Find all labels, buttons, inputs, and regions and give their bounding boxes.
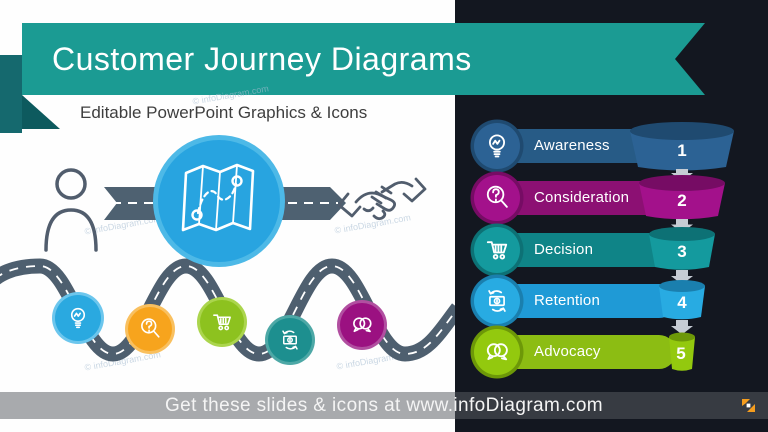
road-step-retention — [265, 315, 315, 365]
footer-link[interactable]: Get these slides & icons at www.infoDiag… — [164, 395, 604, 416]
funnel-segment-4: 4 — [659, 280, 705, 320]
funnel-segment-2: 2 — [639, 175, 725, 220]
funnel-diagram: 1 2 3 4 5 — [630, 122, 734, 371]
search-question-icon — [474, 175, 520, 221]
footer-bar: Get these slides & icons at www.infoDiag… — [0, 392, 768, 419]
title-ribbon: Customer Journey Diagrams — [22, 23, 705, 95]
stage-label: Consideration — [534, 189, 630, 206]
handshake-icon — [337, 177, 427, 221]
svg-text:3: 3 — [677, 242, 686, 261]
ribbon-tail — [0, 55, 22, 133]
map-circle — [153, 135, 285, 267]
funnel-segment-1: 1 — [630, 122, 734, 171]
lightbulb-icon — [474, 123, 520, 169]
funnel-stage-advocacy: Advocacy — [0, 329, 768, 375]
svg-text:4: 4 — [677, 293, 687, 312]
stage-label: Decision — [534, 241, 594, 258]
funnel-stage-retention: Retention — [0, 278, 768, 324]
cart-icon — [474, 227, 520, 273]
journey-diagram — [0, 135, 455, 365]
road-step-awareness — [52, 292, 104, 344]
stage-label: Retention — [534, 292, 601, 309]
stage-label: Advocacy — [534, 343, 601, 360]
road-step-consideration — [125, 304, 175, 354]
page-title: Customer Journey Diagrams — [52, 41, 472, 77]
money-return-icon — [474, 278, 520, 324]
road-step-decision — [197, 297, 247, 347]
map-icon — [181, 163, 255, 232]
svg-text:2: 2 — [677, 191, 686, 210]
funnel-segment-5: 5 — [669, 332, 695, 371]
stage-label: Awareness — [534, 137, 610, 154]
chat-bubbles-icon — [474, 329, 520, 375]
svg-text:5: 5 — [676, 344, 685, 363]
svg-text:1: 1 — [677, 141, 686, 160]
person-icon — [44, 168, 98, 252]
road-step-advocacy — [337, 300, 387, 350]
infodiagram-logo — [742, 399, 755, 412]
funnel-stage-decision: Decision — [0, 227, 768, 273]
page-subtitle: Editable PowerPoint Graphics & Icons — [80, 103, 368, 122]
funnel-segment-3: 3 — [649, 227, 715, 270]
